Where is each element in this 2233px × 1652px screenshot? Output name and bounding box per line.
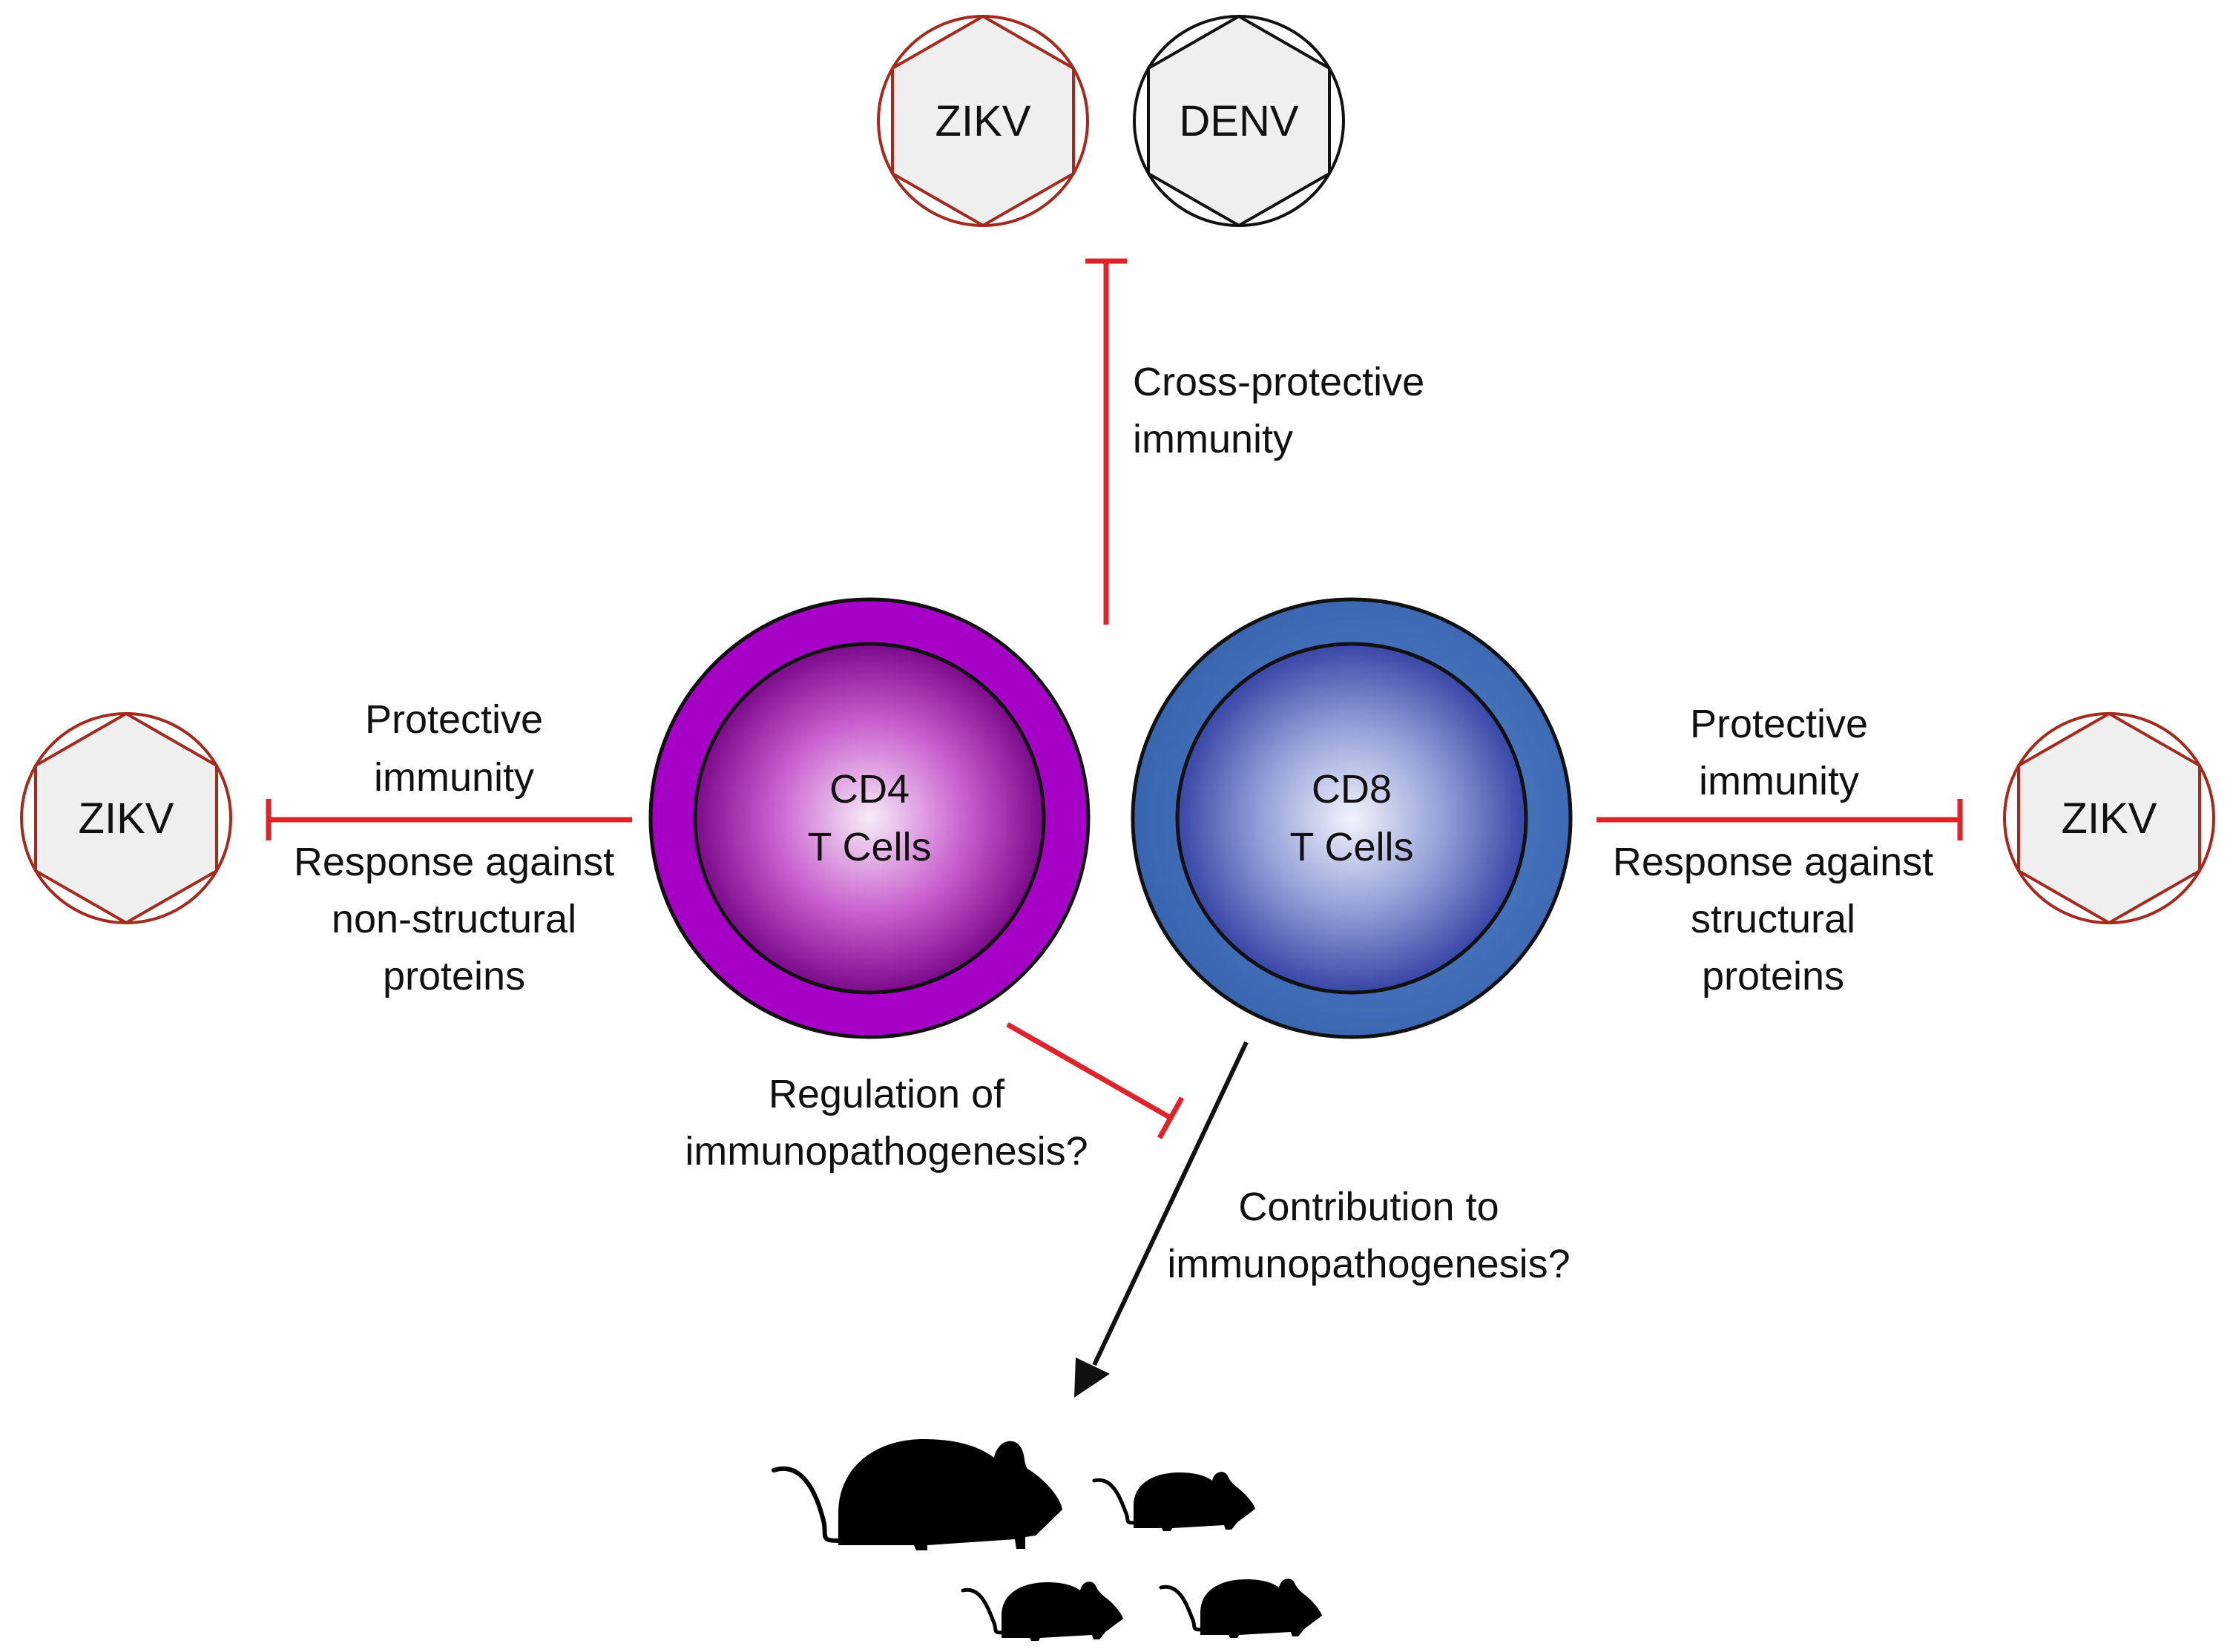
- svg-text:immunity: immunity: [374, 755, 534, 800]
- mouse-small-bottom-left-icon: [961, 1582, 1123, 1641]
- label-left-response: Response against non-structural proteins: [294, 840, 614, 998]
- zikv-left-label: ZIKV: [79, 794, 174, 843]
- svg-text:immunity: immunity: [1699, 759, 1859, 803]
- zikv-top-label: ZIKV: [935, 97, 1031, 145]
- virus-zikv-right: ZIKV: [2003, 711, 2215, 925]
- svg-text:Protective: Protective: [365, 697, 543, 742]
- mouse-small-bottom-right-icon: [1159, 1579, 1322, 1638]
- virus-zikv-top: ZIKV: [877, 14, 1089, 228]
- cd4-t-cell: CD4 T Cells: [648, 597, 1091, 1039]
- svg-text:proteins: proteins: [1702, 954, 1844, 998]
- svg-text:structural: structural: [1691, 897, 1855, 941]
- label-right-response: Response against structural proteins: [1613, 840, 1933, 998]
- inhibit-line-right: [1596, 799, 1963, 840]
- svg-text:immunopathogenesis?: immunopathogenesis?: [1167, 1242, 1570, 1286]
- label-left-protective: Protective immunity: [365, 697, 543, 800]
- cd4-label-line2: T Cells: [807, 825, 931, 869]
- svg-text:Response against: Response against: [1613, 840, 1933, 884]
- label-right-protective: Protective immunity: [1690, 702, 1868, 803]
- svg-text:Cross-protective: Cross-protective: [1133, 360, 1424, 404]
- inhibit-line-left: [266, 799, 632, 840]
- inhibit-line-top: [1085, 258, 1127, 625]
- virus-zikv-left: ZIKV: [20, 711, 232, 925]
- arrow-contribution: [1074, 1041, 1249, 1398]
- label-cross-protective: Cross-protective immunity: [1133, 360, 1424, 461]
- svg-text:Regulation of: Regulation of: [769, 1072, 1005, 1116]
- svg-text:Protective: Protective: [1690, 702, 1868, 746]
- svg-text:immunity: immunity: [1133, 417, 1293, 461]
- cd8-label-line1: CD8: [1312, 767, 1392, 812]
- label-regulation: Regulation of immunopathogenesis?: [685, 1072, 1088, 1174]
- mouse-large-icon: [772, 1439, 1062, 1550]
- virus-denv-top: DENV: [1133, 14, 1345, 228]
- cd8-t-cell: CD8 T Cells: [1131, 597, 1573, 1039]
- svg-text:non-structural: non-structural: [332, 897, 576, 941]
- svg-text:immunopathogenesis?: immunopathogenesis?: [685, 1129, 1088, 1174]
- inhibit-line-regulation: [1006, 1021, 1185, 1139]
- cd4-label-line1: CD4: [829, 767, 910, 812]
- svg-text:proteins: proteins: [383, 954, 525, 998]
- cd8-label-line2: T Cells: [1289, 825, 1413, 869]
- svg-text:Contribution to: Contribution to: [1238, 1185, 1499, 1229]
- label-contribution: Contribution to immunopathogenesis?: [1167, 1185, 1570, 1286]
- svg-text:Response against: Response against: [294, 840, 614, 884]
- zikv-right-label: ZIKV: [2062, 794, 2157, 843]
- mouse-small-right-icon: [1092, 1472, 1255, 1531]
- denv-top-label: DENV: [1179, 97, 1298, 145]
